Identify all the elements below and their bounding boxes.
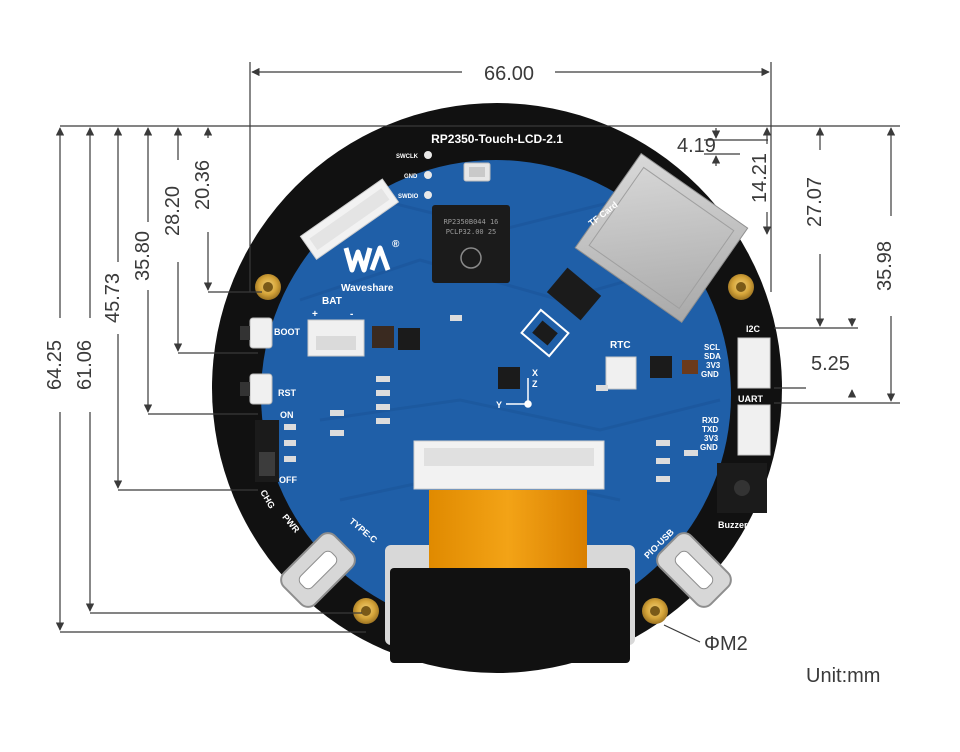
imu-axis-marker — [506, 378, 532, 408]
dim-35-80: 35.80 — [132, 231, 154, 281]
battery-connector — [307, 319, 365, 357]
gnd-label: GND — [404, 174, 418, 180]
dim-28-20: 28.20 — [162, 186, 184, 236]
uart-label: UART — [738, 394, 763, 404]
dim-20-36: 20.36 — [192, 160, 214, 210]
uart-connector — [737, 404, 771, 456]
swdio-pad — [424, 191, 432, 199]
dim-35-98: 35.98 — [874, 241, 896, 291]
axis-x-label: X — [532, 368, 538, 378]
chip-marking-1: RP2350B044 16 — [444, 218, 499, 226]
raspberry-logo-icon — [460, 247, 482, 269]
fpc-connector-top — [299, 178, 400, 261]
off-label: OFF — [279, 475, 297, 485]
display-fpc-connector — [413, 440, 605, 490]
dim-61-06: 61.06 — [74, 340, 96, 390]
swdio-label: SWDIO — [398, 194, 419, 200]
bat-plus: + — [312, 309, 318, 320]
swclk-label: SWCLK — [396, 154, 419, 160]
flex-cable-tape — [390, 568, 630, 663]
registered-mark: ® — [392, 239, 400, 250]
swclk-pad — [424, 151, 432, 159]
imu-chip — [498, 367, 520, 389]
inductor — [372, 326, 394, 348]
usb-type-c-port[interactable] — [277, 529, 359, 611]
dimension-lines — [55, 62, 900, 643]
dim-45-73: 45.73 — [102, 273, 124, 323]
boot-label: BOOT — [274, 327, 301, 337]
waveshare-logo: ® Waveshare — [341, 239, 400, 294]
axis-z-label: Z — [532, 379, 538, 389]
flex-cable — [429, 490, 587, 576]
rtc-label: RTC — [610, 340, 631, 351]
i2c-gnd-label: GND — [701, 370, 719, 379]
rst-label: RST — [278, 388, 297, 398]
imu-outline — [520, 308, 570, 358]
rst-button[interactable] — [249, 373, 273, 405]
bat-minus: - — [350, 309, 353, 320]
brand-label: Waveshare — [341, 283, 394, 294]
charger-ic — [398, 328, 420, 350]
hole-size-label: ΦM2 — [704, 633, 748, 655]
i2c-3v3-label: 3V3 — [706, 361, 721, 370]
dim-14-21: 14.21 — [749, 153, 771, 203]
dim-27-07: 27.07 — [804, 177, 826, 227]
i2c-connector — [737, 337, 771, 389]
dim-64-25: 64.25 — [44, 340, 66, 390]
buzzer-component — [717, 463, 767, 513]
axis-y-label: Y — [496, 400, 502, 410]
rtc-chip — [650, 356, 672, 378]
dim-4-19: 4.19 — [677, 135, 716, 157]
flash-chip — [546, 267, 602, 321]
uart-3v3-label: 3V3 — [704, 434, 719, 443]
chip-marking-2: PCLP32.00 25 — [446, 228, 497, 236]
pio-usb-port[interactable] — [653, 529, 735, 611]
on-label: ON — [280, 410, 294, 420]
rxd-label: RXD — [702, 416, 719, 425]
boot-button[interactable] — [249, 317, 273, 349]
tf-card-slot — [574, 152, 749, 324]
rtc-connector — [605, 356, 637, 390]
rp2350-chip: RP2350B044 16 PCLP32.00 25 — [432, 205, 510, 283]
dim-width-66: 66.00 — [484, 63, 534, 85]
i2c-label: I2C — [746, 324, 761, 334]
smd-components — [284, 315, 698, 482]
sda-label: SDA — [704, 352, 721, 361]
txd-label: TXD — [702, 425, 718, 434]
gnd-pad — [424, 171, 432, 179]
bat-label: BAT — [322, 296, 342, 307]
buzzer-label: Buzzer — [718, 520, 748, 530]
scl-label: SCL — [704, 343, 720, 352]
dim-5-25: 5.25 — [811, 353, 850, 375]
board-name-label: RP2350-Touch-LCD-2.1 — [431, 132, 563, 146]
power-switch[interactable] — [255, 420, 279, 482]
unit-label: Unit:mm — [806, 665, 880, 687]
uart-gnd-label: GND — [700, 443, 718, 452]
